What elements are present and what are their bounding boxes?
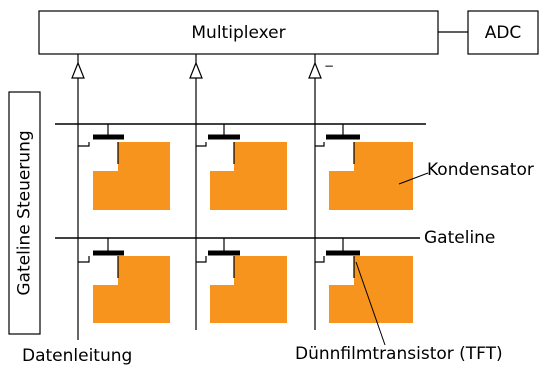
capacitor-pointer — [398, 172, 429, 185]
amplifier-icon — [71, 54, 85, 79]
pixel-cell — [196, 124, 287, 210]
multiplexer-box — [38, 10, 439, 55]
gateline-control-label: Gateline Steuerung — [14, 130, 35, 296]
gateline-control-label-wrap: Gateline Steuerung — [9, 92, 40, 334]
adc-label: ADC — [484, 22, 522, 43]
capacitor-label: Kondensator — [427, 160, 534, 180]
gateline-control-box — [8, 91, 41, 335]
amplifier-icon — [308, 54, 322, 79]
amplifier-icon — [189, 54, 203, 79]
tft-label: Dünnfilmtransistor (TFT) — [295, 344, 503, 364]
amplifier-minus-sign: − — [324, 59, 334, 73]
data-line-label: Datenleitung — [22, 346, 133, 366]
tft-pointer — [355, 261, 386, 346]
pixel-cell — [315, 238, 413, 323]
pixel-cell — [78, 238, 170, 323]
pixel-cell — [78, 124, 170, 210]
pixel-cell — [315, 124, 413, 210]
gateline-label: Gateline — [424, 228, 496, 248]
pixel-cell — [196, 238, 287, 323]
multiplexer-label: Multiplexer — [191, 22, 286, 43]
adc-box — [467, 10, 539, 55]
